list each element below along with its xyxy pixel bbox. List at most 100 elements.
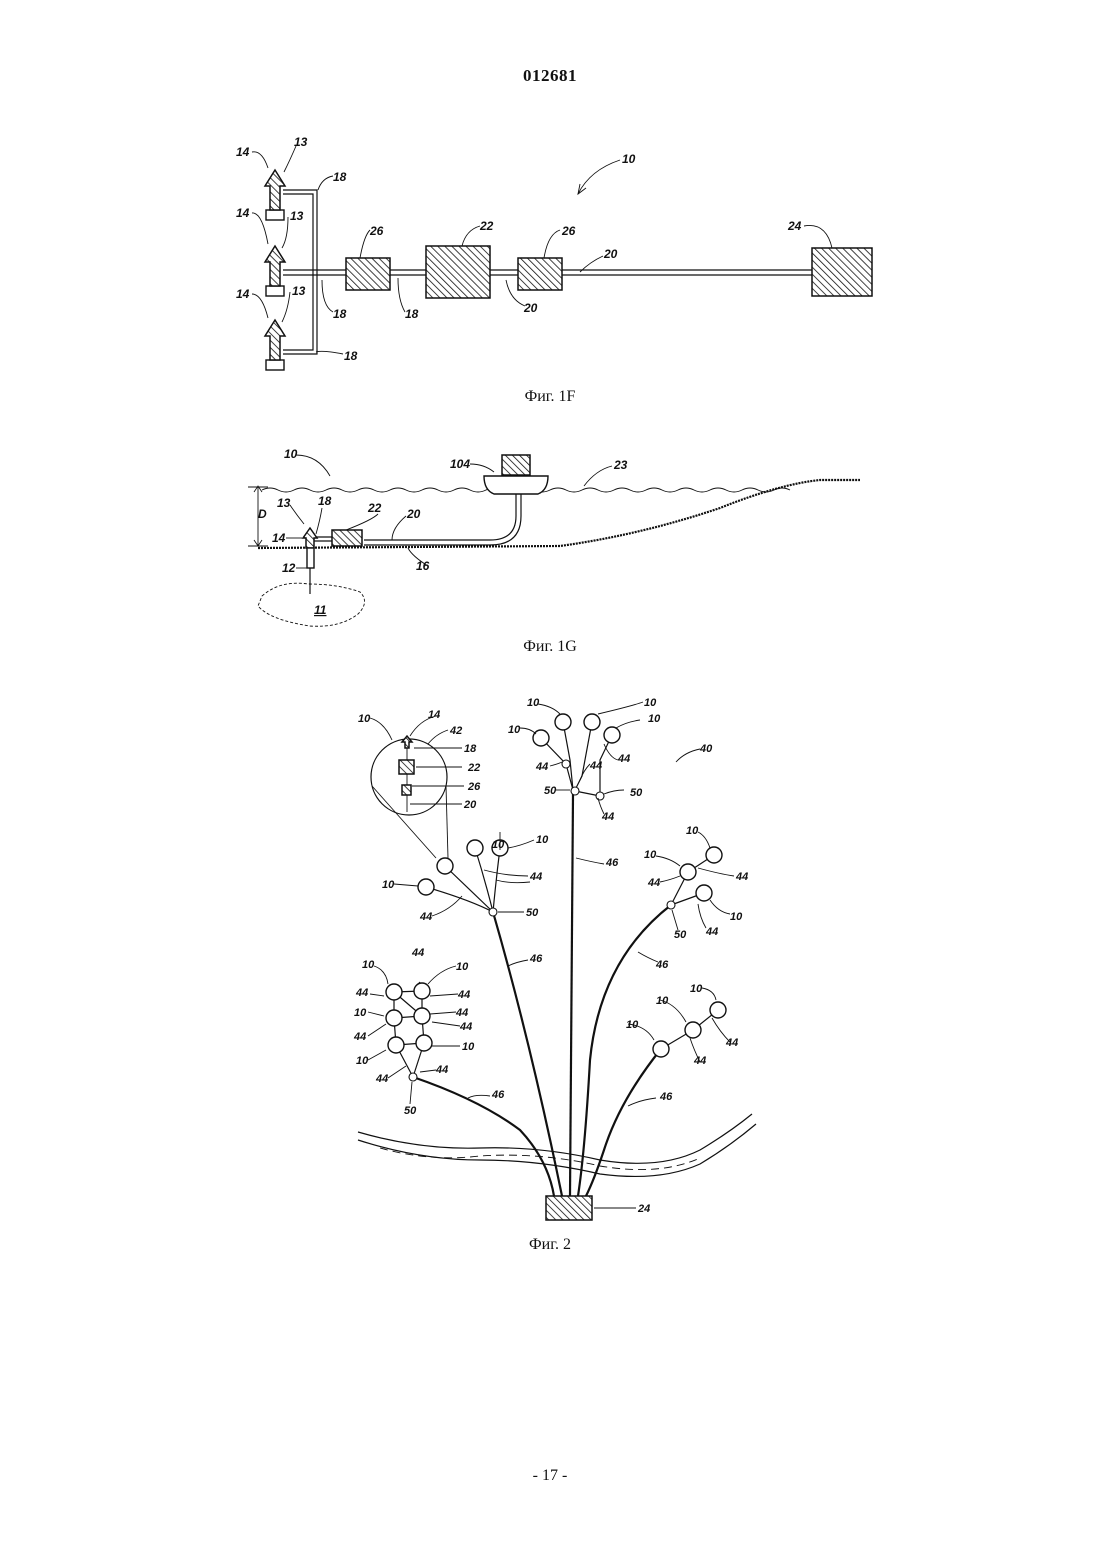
label: 44 bbox=[457, 989, 470, 1001]
label: 18 bbox=[464, 743, 477, 755]
label: 18 bbox=[405, 307, 419, 321]
label: 44 bbox=[705, 926, 718, 938]
label: 10 bbox=[644, 697, 657, 709]
label: 10 bbox=[462, 1041, 475, 1053]
facility-24-fig2 bbox=[546, 1196, 592, 1220]
label: 10 bbox=[648, 713, 661, 725]
label: 46 bbox=[529, 953, 543, 965]
page-number: - 17 - bbox=[0, 1467, 1100, 1485]
label: 44 bbox=[647, 877, 660, 889]
label: 46 bbox=[659, 1091, 673, 1103]
label: 10 bbox=[686, 825, 699, 837]
label: 18 bbox=[344, 349, 358, 363]
label: 40 bbox=[699, 743, 713, 755]
figure-2: 10 14 42 18 22 26 20 40 10 10 10 10 44 4… bbox=[353, 697, 756, 1220]
cluster-left-upper bbox=[418, 840, 508, 916]
label: 46 bbox=[491, 1089, 505, 1101]
label: 10 bbox=[690, 983, 703, 995]
label: 46 bbox=[605, 857, 619, 869]
label: 44 bbox=[693, 1055, 706, 1067]
label: 18 bbox=[333, 170, 347, 184]
label: 44 bbox=[435, 1064, 448, 1076]
wellhead-middle bbox=[265, 246, 285, 296]
export-line-top bbox=[570, 794, 573, 1196]
cluster-bottom-right bbox=[653, 1002, 726, 1057]
label: 44 bbox=[455, 1007, 468, 1019]
label: 44 bbox=[529, 871, 542, 883]
label: 10 bbox=[354, 1007, 367, 1019]
label: 10 bbox=[362, 959, 375, 971]
label: 10 bbox=[730, 911, 743, 923]
cluster-grid bbox=[386, 983, 432, 1081]
label: 44 bbox=[617, 753, 630, 765]
label: 10 bbox=[626, 1019, 639, 1031]
label: 13 bbox=[290, 209, 304, 223]
reservoir-11 bbox=[258, 583, 365, 626]
figure-1f-caption: Фиг. 1F bbox=[0, 388, 1100, 406]
label: 14 bbox=[236, 287, 250, 301]
label: 10 bbox=[382, 879, 395, 891]
label: 14 bbox=[272, 531, 286, 545]
label: 50 bbox=[630, 787, 643, 799]
label: 11 bbox=[314, 603, 327, 617]
shoreline bbox=[358, 1114, 752, 1163]
export-line-center-left bbox=[493, 912, 562, 1196]
label: 44 bbox=[375, 1073, 388, 1085]
label: 24 bbox=[787, 219, 802, 233]
label: 26 bbox=[467, 781, 481, 793]
label: 44 bbox=[725, 1037, 738, 1049]
label: 46 bbox=[655, 959, 669, 971]
label: 20 bbox=[523, 301, 538, 315]
label: 10 bbox=[356, 1055, 369, 1067]
label: 44 bbox=[735, 871, 748, 883]
module-26-left bbox=[346, 258, 390, 290]
vessel-104 bbox=[484, 476, 548, 494]
label: 42 bbox=[449, 725, 462, 737]
label: 20 bbox=[406, 507, 421, 521]
label: 18 bbox=[333, 307, 347, 321]
label: 44 bbox=[411, 947, 424, 959]
label: 26 bbox=[561, 224, 576, 238]
figure-2-caption: Фиг. 2 bbox=[0, 1236, 1100, 1254]
well-12 bbox=[307, 548, 314, 568]
figure-1g-caption: Фиг. 1G bbox=[0, 638, 1100, 656]
label: 10 bbox=[284, 447, 298, 461]
label: 50 bbox=[544, 785, 557, 797]
label: 44 bbox=[601, 811, 614, 823]
label: 10 bbox=[456, 961, 469, 973]
facility-24 bbox=[812, 248, 872, 296]
label: 22 bbox=[467, 762, 480, 774]
vessel-module bbox=[502, 455, 530, 475]
wellhead-top bbox=[265, 170, 285, 220]
label: 24 bbox=[637, 1203, 650, 1215]
label: 44 bbox=[355, 987, 368, 999]
label: D bbox=[258, 507, 267, 521]
label: 50 bbox=[674, 929, 687, 941]
label: 13 bbox=[292, 284, 306, 298]
label: 44 bbox=[419, 911, 432, 923]
label: 10 bbox=[536, 834, 549, 846]
label: 20 bbox=[603, 247, 618, 261]
label: 44 bbox=[589, 760, 602, 772]
label: 104 bbox=[450, 457, 470, 471]
module-22-1g bbox=[332, 530, 362, 546]
label: 16 bbox=[416, 559, 430, 573]
label: 18 bbox=[318, 494, 332, 508]
label: 14 bbox=[236, 206, 250, 220]
export-line-left bbox=[413, 1077, 554, 1196]
module-22 bbox=[426, 246, 490, 298]
label: 13 bbox=[277, 496, 291, 510]
label: 22 bbox=[479, 219, 494, 233]
wellhead-1g bbox=[303, 528, 317, 548]
module-26-right bbox=[518, 258, 562, 290]
label: 50 bbox=[404, 1105, 417, 1117]
label: 26 bbox=[369, 224, 384, 238]
label: 10 bbox=[622, 152, 636, 166]
label: 14 bbox=[428, 709, 440, 721]
label: 23 bbox=[613, 458, 628, 472]
label: 10 bbox=[358, 713, 371, 725]
label: 22 bbox=[367, 501, 382, 515]
label: 12 bbox=[282, 561, 296, 575]
wellhead-bottom bbox=[265, 320, 285, 370]
